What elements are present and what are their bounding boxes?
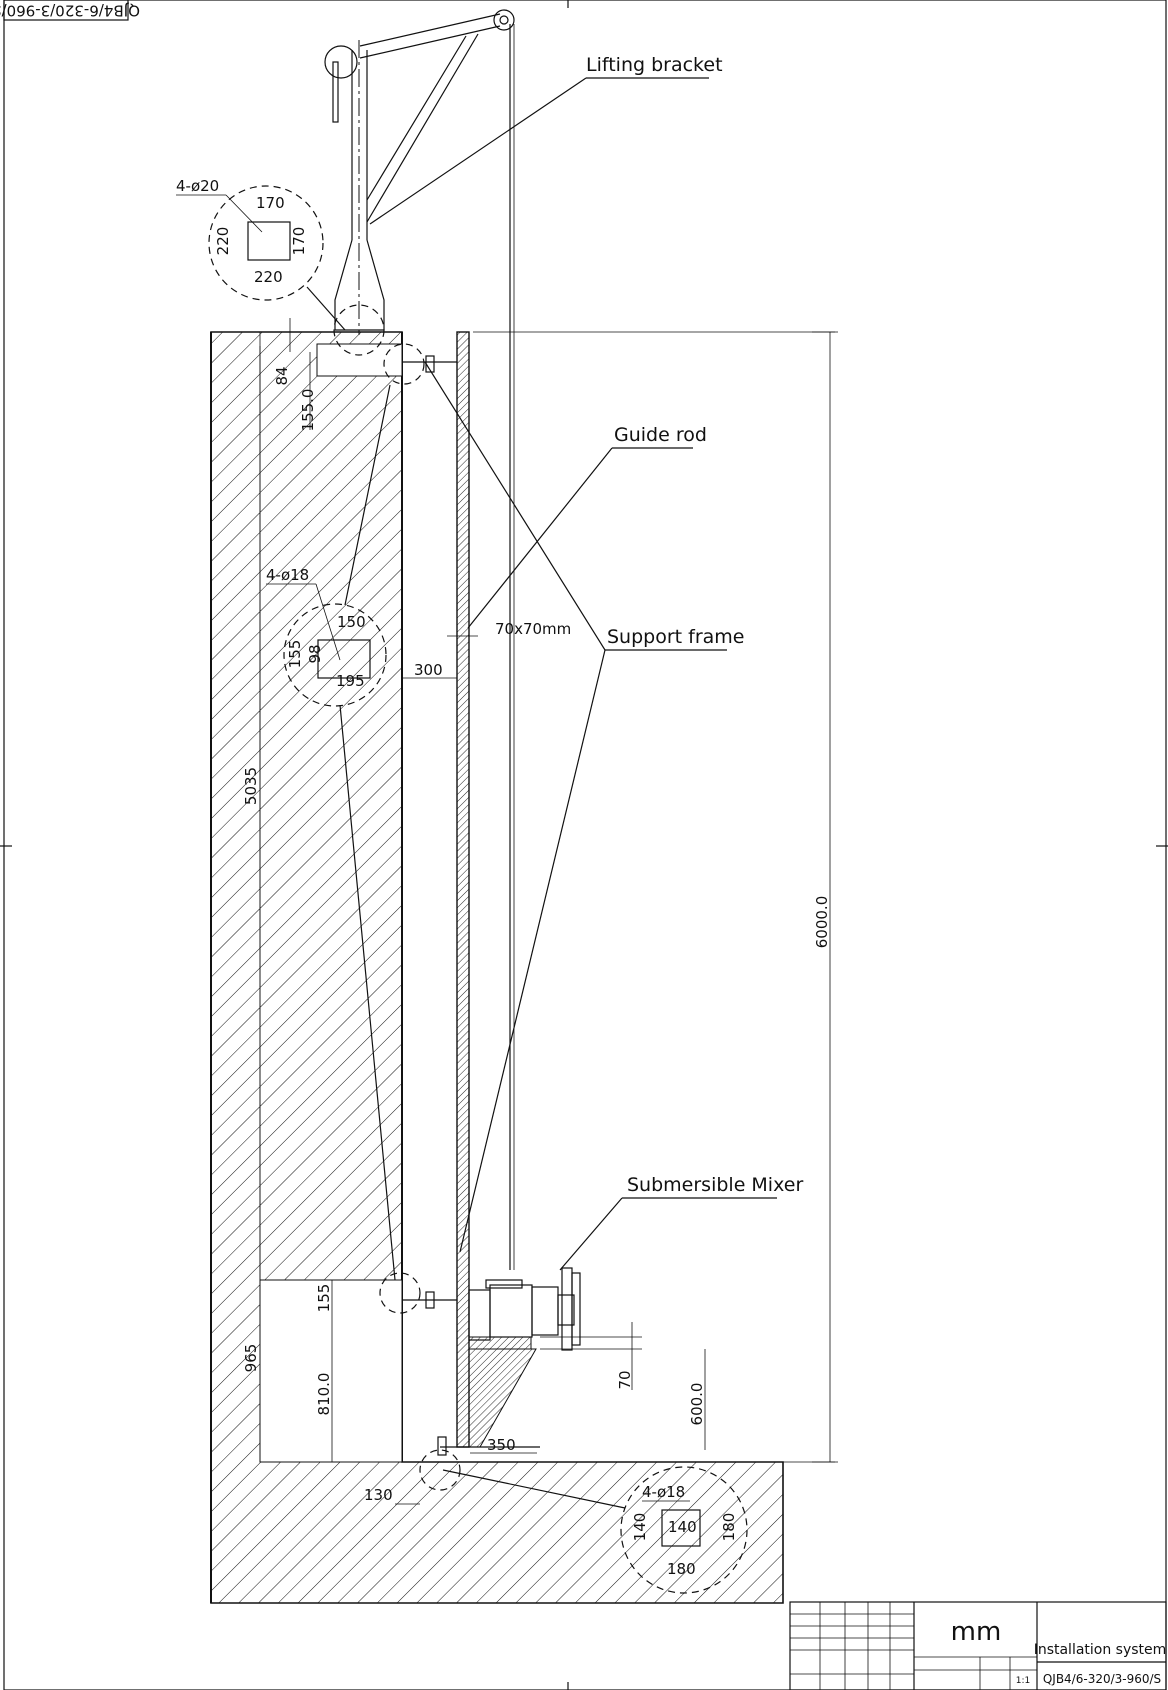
- dim-guide-rod-size: 70x70mm: [495, 620, 571, 638]
- drawing-number-stamp: QJB4/6-320/3-960/S: [0, 0, 140, 21]
- detail-top-holes: 4-ø20: [176, 177, 219, 195]
- detail-bottom-height-left: 140: [631, 1513, 649, 1542]
- label-submersible-mixer: Submersible Mixer: [627, 1174, 803, 1196]
- detail-top-height-right: 170: [290, 227, 308, 256]
- svg-text:QJB4/6-320/3-960/S: QJB4/6-320/3-960/S: [0, 2, 140, 20]
- detail-bottom-holes: 4-ø18: [642, 1483, 685, 1501]
- dim-base-width: 350: [487, 1436, 516, 1454]
- lifting-bracket: [324, 9, 515, 1270]
- detail-marker-mixer-bracket: [379, 1272, 421, 1314]
- detail-circle-top: [208, 185, 346, 331]
- dim-mixer-elevation: 600.0: [688, 1383, 706, 1426]
- dim-base-offset: 130: [364, 1486, 393, 1504]
- detail-circle-mid: [283, 384, 396, 1281]
- dimension-lines: [259, 318, 838, 1505]
- detail-mid-width-top: 150: [337, 613, 366, 631]
- title-block-scale: 1:1: [1016, 1676, 1030, 1686]
- dim-bottom-bracket: 155: [315, 1284, 333, 1313]
- detail-bottom-height-right: 180: [720, 1513, 738, 1542]
- detail-mid-height-outer: 155: [286, 640, 304, 669]
- dim-wall-gap: 300: [414, 661, 443, 679]
- dim-top-offset: 84: [273, 366, 291, 385]
- detail-bottom-width-inner: 140: [668, 1518, 697, 1536]
- detail-mid-height-inner: 98: [306, 644, 324, 663]
- callout-leaders: [369, 77, 777, 1271]
- label-lifting-bracket: Lifting bracket: [586, 54, 723, 76]
- detail-marker-base: [419, 1449, 461, 1491]
- title-block-code: QJB4/6-320/3-960/S: [1043, 1672, 1161, 1686]
- detail-marker-top: [333, 304, 385, 356]
- detail-mid-holes: 4-ø18: [266, 566, 309, 584]
- detail-bottom-width-bottom: 180: [667, 1560, 696, 1578]
- title-block: [789, 1601, 1167, 1690]
- label-support-frame: Support frame: [607, 626, 745, 648]
- detail-top-width-top: 170: [256, 194, 285, 212]
- concrete-wall: [210, 331, 784, 1604]
- detail-mid-width-bottom: 195: [336, 672, 365, 690]
- dim-bottom-section: 965: [242, 1344, 260, 1373]
- detail-marker-bracket: [383, 343, 425, 385]
- submersible-mixer: [437, 1267, 581, 1456]
- dim-mixer-height: 810.0: [315, 1373, 333, 1416]
- dim-wall-height: 5035: [242, 767, 260, 805]
- dim-top-bracket: 155.0: [299, 389, 317, 432]
- detail-circle-bottom: [442, 1466, 748, 1594]
- title-block-title: Installation system: [1034, 1642, 1167, 1658]
- dim-total-height: 6000.0: [813, 896, 831, 949]
- detail-top-height-left: 220: [214, 227, 232, 256]
- support-frame-column: [402, 331, 835, 1448]
- detail-top-width-bottom: 220: [254, 268, 283, 286]
- label-guide-rod: Guide rod: [614, 424, 707, 446]
- title-block-unit: mm: [951, 1617, 1002, 1647]
- dim-mixer-offset: 70: [616, 1370, 634, 1389]
